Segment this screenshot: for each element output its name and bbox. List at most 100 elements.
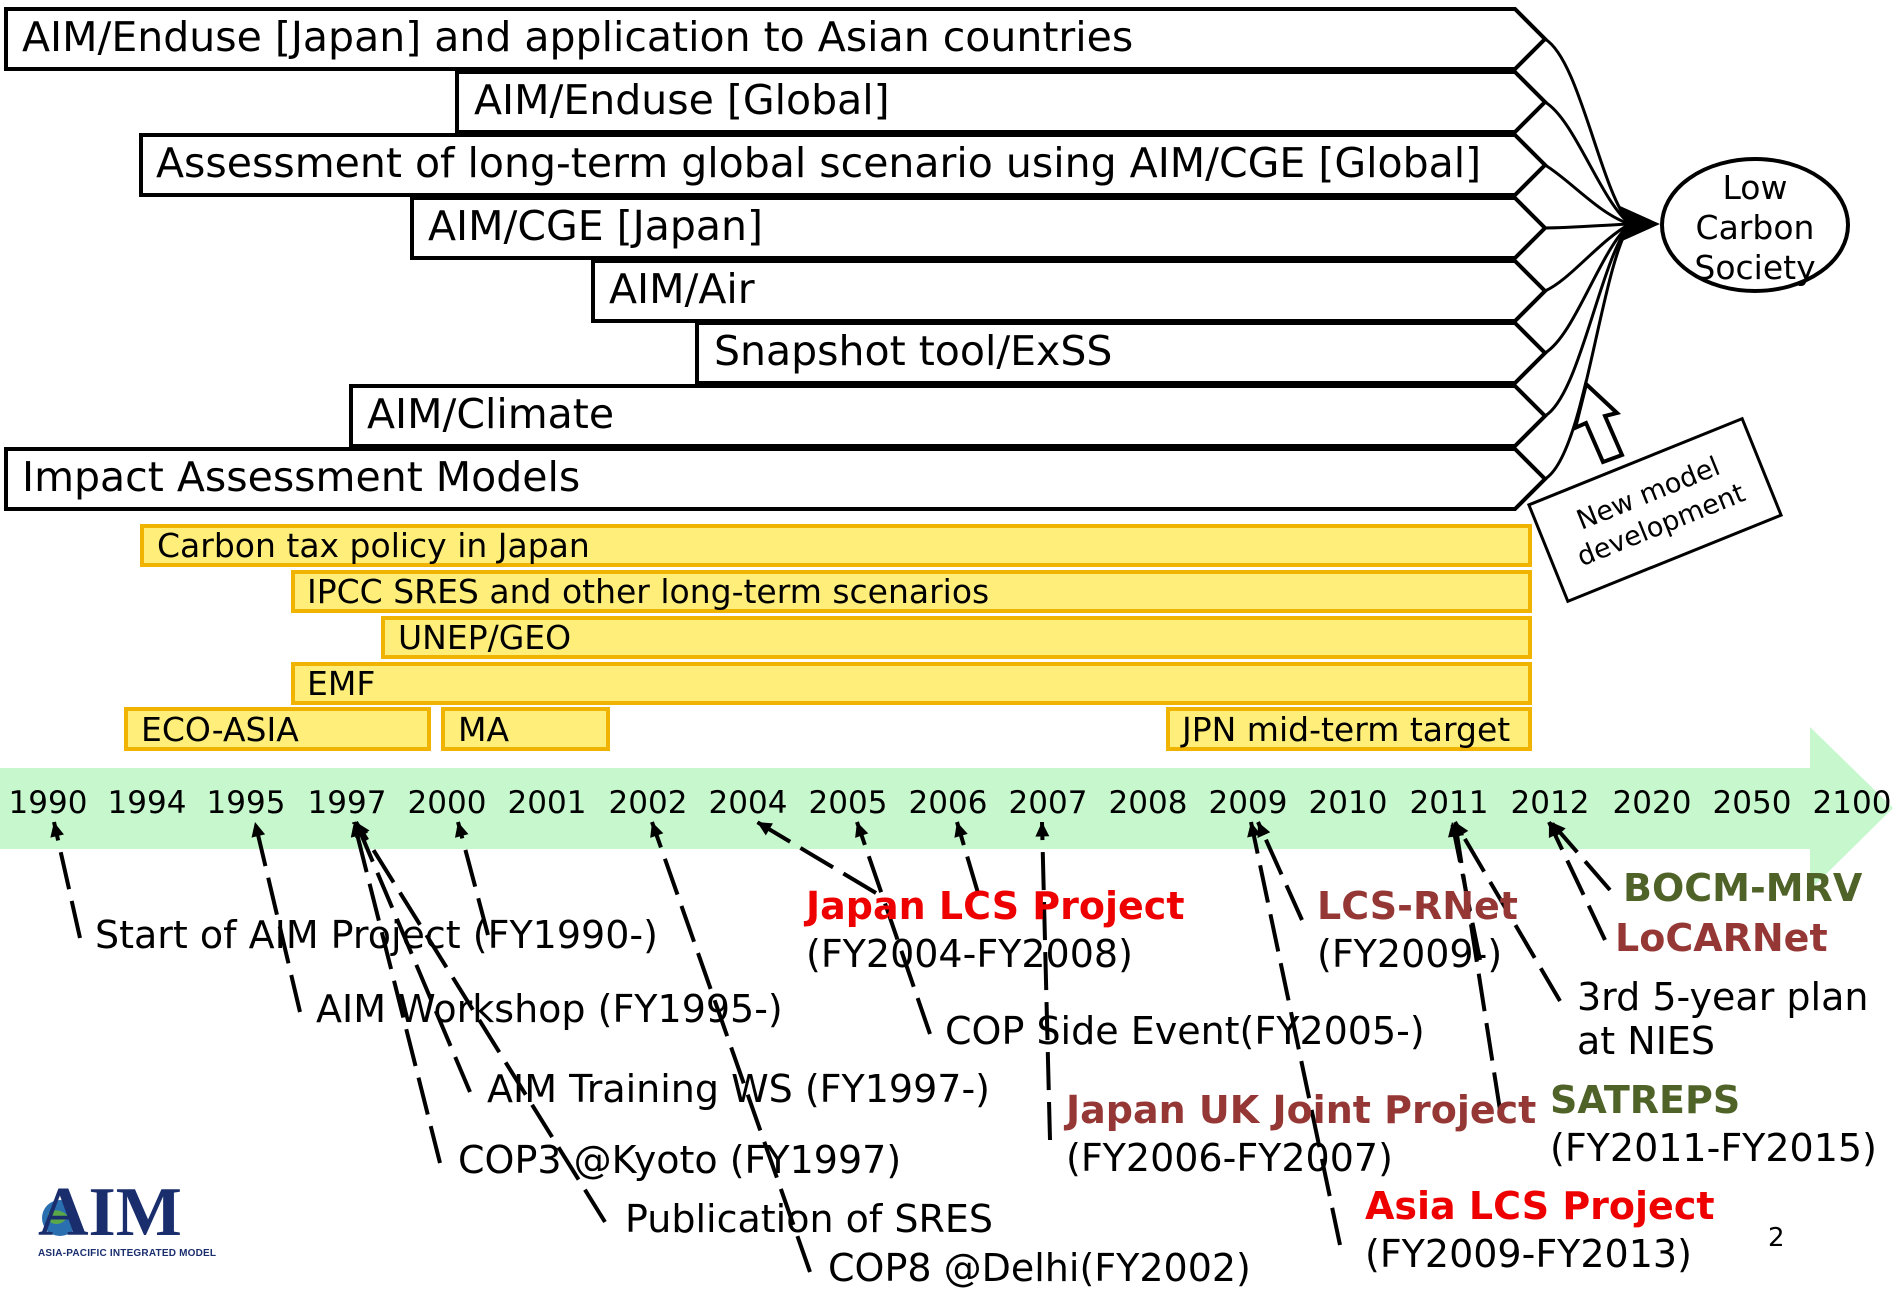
model-label-enduse-japan: AIM/Enduse [Japan] and application to As… <box>22 13 1134 61</box>
event-pointer-line <box>1549 820 1612 892</box>
year-label: 2012 <box>1510 785 1590 821</box>
model-label-enduse-global: AIM/Enduse [Global] <box>474 76 890 124</box>
model-label-cge-global: Assessment of long-term global scenario … <box>156 139 1482 187</box>
event-lcs-rnet-title: LCS-RNet <box>1317 884 1518 928</box>
event-pointer-line <box>52 821 82 939</box>
event-locarnet: LoCARNet <box>1615 916 1828 960</box>
model-bar-impact <box>4 447 1548 511</box>
lcs-line-1: Low <box>1722 168 1788 207</box>
lcs-arrowhead <box>1620 206 1660 242</box>
policy-label-jpn-target: JPN mid-term target <box>1182 710 1511 749</box>
event-cop8: COP8 @Delhi(FY2002) <box>828 1246 1251 1290</box>
new-model-box <box>1526 416 1784 604</box>
event-pointer-line <box>253 821 302 1013</box>
year-label: 2006 <box>908 785 988 821</box>
new-model-up-arrow <box>1572 380 1625 465</box>
event-pointer-line <box>1547 821 1607 941</box>
model-bar-climate <box>349 384 1548 448</box>
convergence-curves <box>1544 37 1632 481</box>
year-label: 2010 <box>1308 785 1388 821</box>
policy-label-emf: EMF <box>307 664 376 703</box>
event-nies-line-1: 3rd 5-year plan <box>1577 975 1869 1019</box>
event-lcs-rnet-period: (FY2009-) <box>1317 932 1503 976</box>
curve-7 <box>1544 223 1632 418</box>
lcs-line-3: Society <box>1694 248 1816 287</box>
policy-label-carbon-tax: Carbon tax policy in Japan <box>157 526 590 565</box>
page-number: 2 <box>1768 1223 1785 1253</box>
event-pointer-line <box>1450 821 1482 961</box>
year-label: 2000 <box>407 785 487 821</box>
event-pointer-arrowhead <box>1257 822 1271 838</box>
event-pointer-arrowhead <box>855 822 869 838</box>
year-label: 2011 <box>1409 785 1489 821</box>
event-sres: Publication of SRES <box>625 1197 993 1241</box>
event-pointer-line <box>354 820 607 1224</box>
year-label: 2001 <box>507 785 587 821</box>
model-bars <box>4 7 1548 511</box>
event-japan-uk-period: (FY2006-FY2007) <box>1066 1136 1393 1180</box>
model-bar-cge-japan <box>410 196 1548 260</box>
model-label-cge-japan: AIM/CGE [Japan] <box>428 202 764 250</box>
model-label-air: AIM/Air <box>609 265 755 313</box>
new-model-box-group <box>1526 416 1784 604</box>
curve-1 <box>1544 37 1632 225</box>
aim-logo-globe-icon <box>42 1200 78 1236</box>
event-pointer-arrowhead <box>454 822 469 838</box>
policy-bar-jpn-target <box>1166 707 1532 751</box>
event-pointer-line <box>755 820 878 895</box>
year-label: 2004 <box>708 785 788 821</box>
event-satreps-title: SATREPS <box>1550 1078 1741 1122</box>
event-pointer-line <box>1040 821 1052 1141</box>
event-japan-lcs-title: Japan LCS Project <box>806 884 1185 928</box>
model-bar-enduse-global <box>455 70 1548 134</box>
event-japan-uk-title: Japan UK Joint Project <box>1066 1088 1537 1132</box>
event-pointer-arrowhead <box>50 822 64 838</box>
policy-label-unep: UNEP/GEO <box>398 618 572 657</box>
event-pointer-line <box>456 821 490 936</box>
policy-label-ipcc: IPCC SRES and other long-term scenarios <box>307 572 990 611</box>
event-pointer-arrowhead <box>1455 822 1469 838</box>
policy-bars <box>124 524 1532 751</box>
model-label-snapshot: Snapshot tool/ExSS <box>714 327 1113 375</box>
model-bar-enduse-japan <box>4 7 1548 71</box>
event-pointer-line <box>1256 821 1304 921</box>
event-bocm: BOCM-MRV <box>1623 866 1863 910</box>
model-bar-snapshot <box>695 321 1548 385</box>
year-label: 2007 <box>1008 785 1088 821</box>
year-label: 2005 <box>808 785 888 821</box>
event-pointer-arrowhead <box>1035 822 1050 837</box>
timeline-arrow <box>0 727 1893 890</box>
model-label-climate: AIM/Climate <box>367 390 615 438</box>
year-label: 2020 <box>1612 785 1692 821</box>
event-pointer-line <box>1453 820 1562 1003</box>
lcs-line-2: Carbon <box>1695 208 1815 247</box>
event-start-aim: Start of AIM Project (FY1990-) <box>95 913 658 957</box>
event-nies-line-2: at NIES <box>1577 1019 1716 1063</box>
aim-logo-word: AIM <box>38 1174 182 1251</box>
aim-logo-tagline: ASIA-PACIFIC INTEGRATED MODEL <box>38 1248 217 1259</box>
event-pointer-arrowhead <box>251 822 266 838</box>
event-aim-training: AIM Training WS (FY1997-) <box>487 1067 990 1111</box>
year-label: 2100 <box>1812 785 1892 821</box>
policy-bar-unep <box>381 616 1532 659</box>
policy-bar-carbon-tax <box>140 524 1532 567</box>
event-aim-workshop: AIM Workshop (FY1995-) <box>316 987 783 1031</box>
event-asia-lcs-title: Asia LCS Project <box>1365 1184 1715 1228</box>
model-label-impact: Impact Assessment Models <box>22 453 581 501</box>
event-pointer-line <box>352 821 442 1164</box>
event-pointer-line <box>650 821 812 1273</box>
year-label: 2050 <box>1712 785 1792 821</box>
year-label: 1990 <box>8 785 88 821</box>
event-pointer-arrowhead <box>1247 822 1261 838</box>
year-label: 1994 <box>107 785 187 821</box>
policy-bar-ipcc <box>291 570 1532 613</box>
curve-6 <box>1544 222 1631 355</box>
event-cop-side: COP Side Event(FY2005-) <box>945 1009 1425 1053</box>
model-bar-cge-global <box>139 133 1548 197</box>
curve-2 <box>1544 100 1631 226</box>
event-pointer-arrowhead <box>650 822 664 838</box>
event-pointer-arrowhead <box>757 822 773 836</box>
event-pointer-line <box>1249 821 1342 1246</box>
lcs-ellipse <box>1660 157 1850 293</box>
